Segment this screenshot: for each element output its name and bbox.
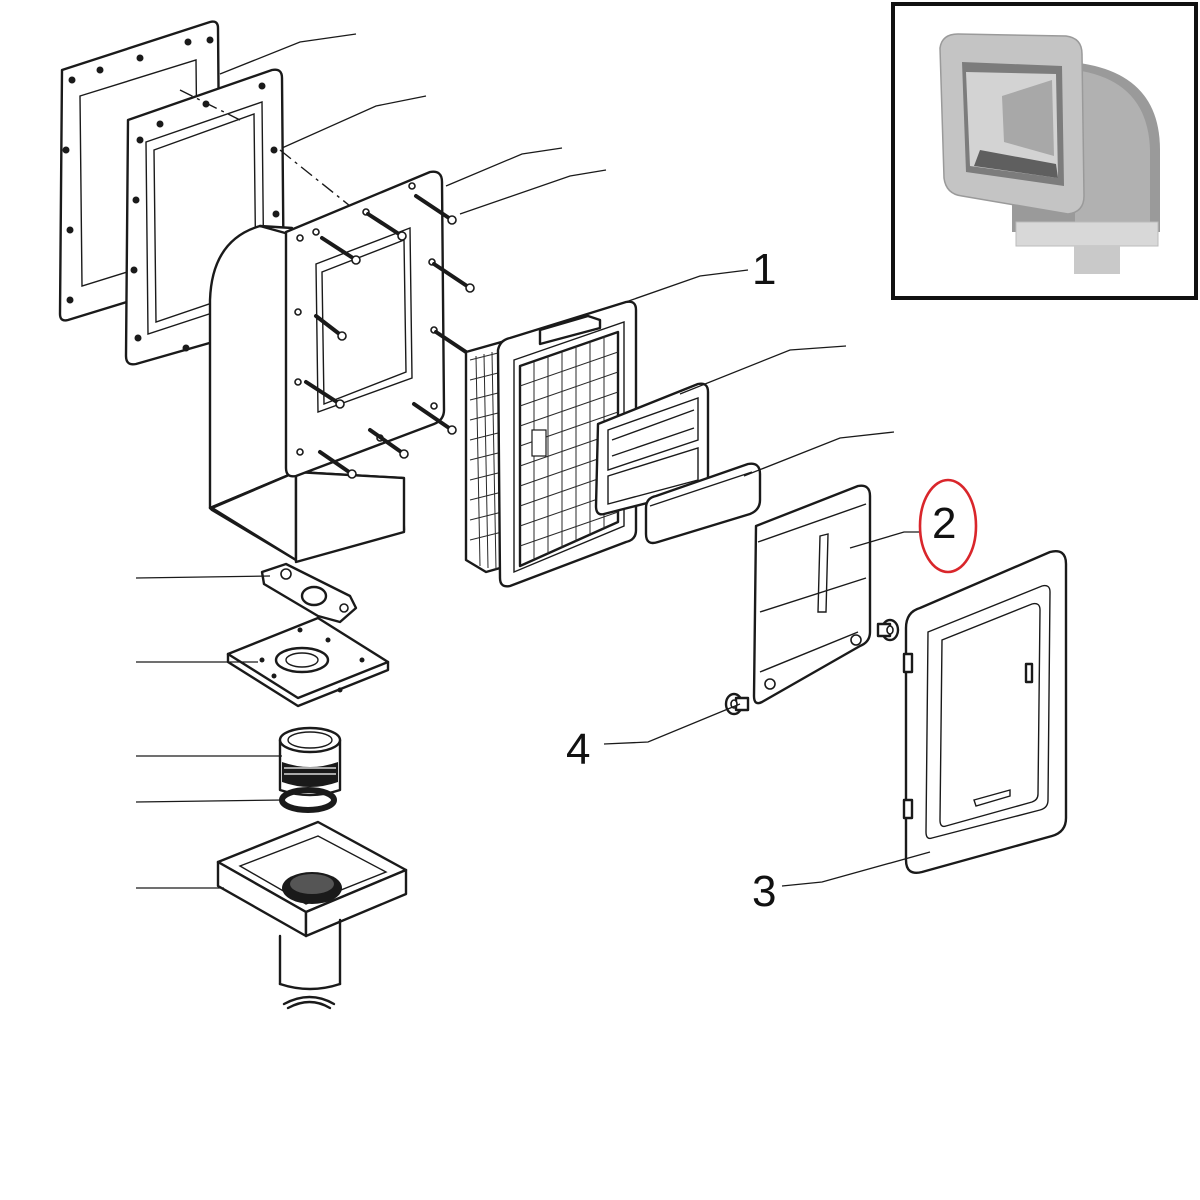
weir-flap-part-2 <box>752 484 872 705</box>
callout-1: 1 <box>752 245 776 294</box>
weir-float <box>644 462 762 545</box>
highlight-circle <box>918 478 978 574</box>
basket-frame-part-1 <box>464 300 638 588</box>
hinge-pins-part-4 <box>724 618 900 716</box>
callout-3: 3 <box>752 867 776 916</box>
face-plate-part-3 <box>902 550 1068 874</box>
skimmer-body <box>208 170 446 564</box>
gasket-plate <box>226 616 390 708</box>
base-cup <box>216 820 408 1010</box>
o-ring <box>279 787 337 813</box>
bracket-clip <box>260 562 358 624</box>
inset-photo-frame <box>891 2 1198 300</box>
leader-lines <box>135 33 931 889</box>
callout-4: 4 <box>566 725 590 774</box>
weir-insert <box>594 382 710 516</box>
threaded-adapter <box>278 726 342 797</box>
skimmer-photo <box>939 33 1160 274</box>
callout-2: 2 <box>932 499 956 548</box>
